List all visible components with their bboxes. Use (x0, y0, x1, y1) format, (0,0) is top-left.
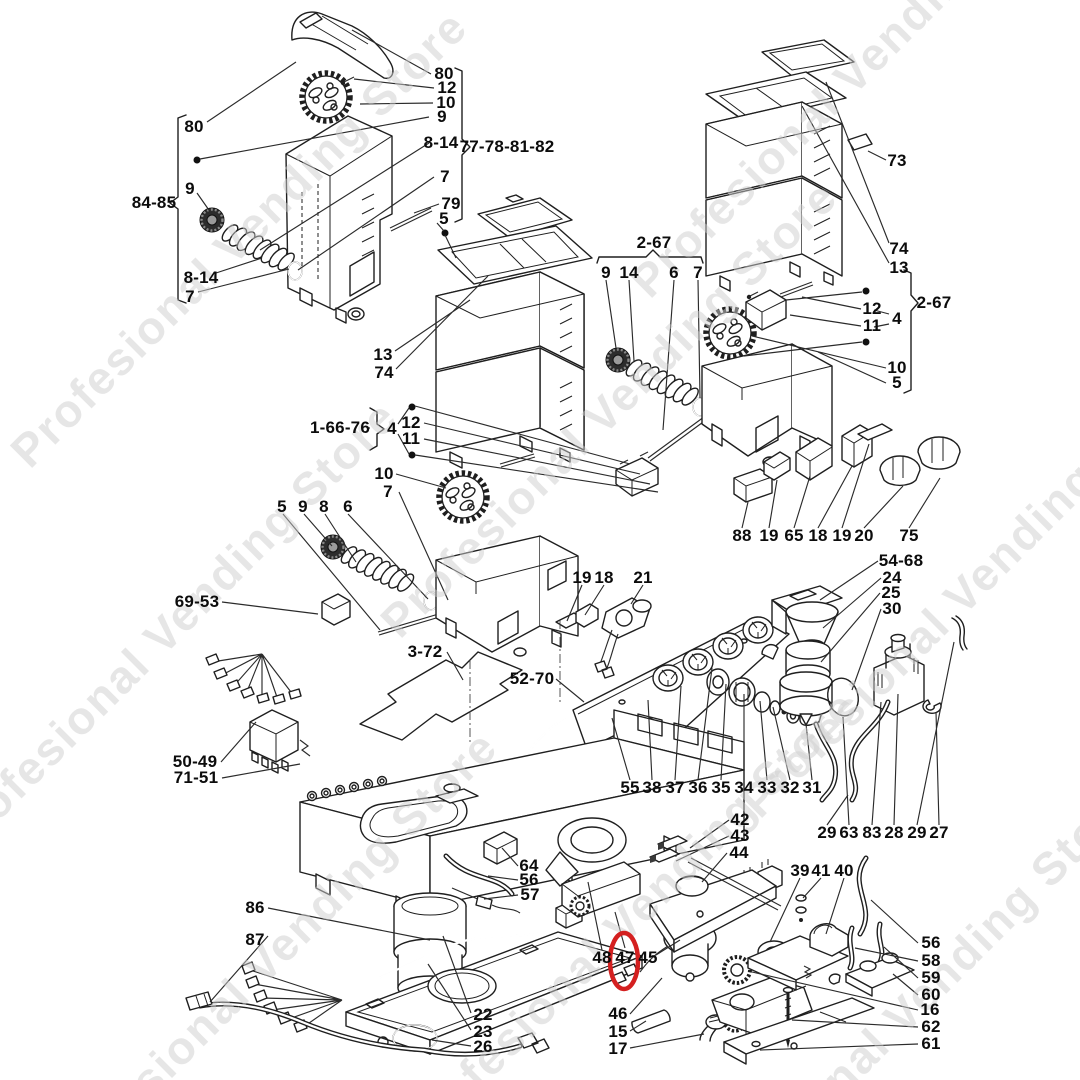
watermark-text: Profesional Vending Store (0, 0, 477, 477)
center-canister-stack (435, 194, 593, 469)
terminal-row (306, 775, 388, 802)
base-tray (345, 931, 643, 1055)
gasket-sheet (359, 651, 523, 741)
chute-parts-row (733, 423, 961, 503)
base-plate-61 (723, 997, 875, 1065)
wiring-harness-6953 (205, 593, 351, 705)
topright-canister-stack (705, 39, 873, 292)
seal-disc (827, 677, 859, 717)
topleft-canister-assembly (198, 11, 433, 324)
ring-mount-assembly (545, 817, 641, 918)
label-plate (847, 133, 873, 151)
elbow-17 (699, 1014, 727, 1042)
thermostat-probe (451, 887, 481, 901)
roller-pin (631, 1009, 671, 1034)
dome-knob (917, 436, 961, 470)
cable-86 (241, 900, 583, 1033)
leader-lines (196, 29, 955, 1051)
c-clip (922, 699, 942, 714)
funnel-assembly (761, 585, 843, 726)
cable-87 (185, 991, 550, 1057)
pump-assembly (848, 615, 968, 803)
highlight-ellipse (607, 930, 641, 992)
dispense-motor (594, 597, 652, 679)
watermark-text: Profesional Vending Store (620, 0, 1080, 307)
bullet-dots (193, 156, 870, 459)
stirrer-rod (389, 207, 433, 232)
washer (706, 668, 730, 696)
group-brackets (169, 67, 919, 451)
panel-grommets (652, 616, 774, 692)
relay-block (249, 709, 311, 774)
center-gear-hopper-assembly (319, 451, 659, 657)
dispenser-tray-44 (649, 835, 782, 953)
right-auger-hopper-assembly (604, 281, 833, 468)
lid-handle (291, 11, 394, 79)
